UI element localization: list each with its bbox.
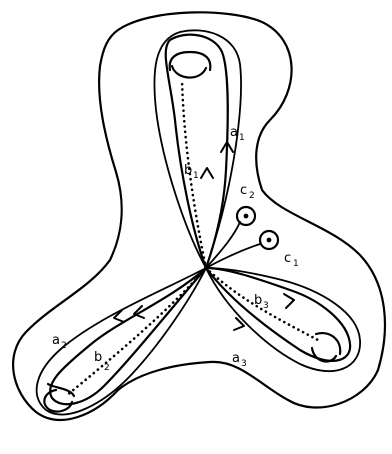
svg-text:3: 3 xyxy=(263,301,269,311)
arrow-b3 xyxy=(284,294,294,308)
svg-text:b: b xyxy=(184,163,192,178)
svg-text:2: 2 xyxy=(61,341,67,351)
hole-1-top xyxy=(170,52,211,70)
loop-a1 xyxy=(166,35,228,268)
base-point xyxy=(204,266,208,270)
surface-outline xyxy=(13,12,385,420)
svg-text:b: b xyxy=(254,293,262,308)
hole-2 xyxy=(44,390,72,412)
svg-text:2: 2 xyxy=(249,191,255,201)
label-a2: a 2 xyxy=(52,333,67,351)
svg-text:3: 3 xyxy=(241,359,247,369)
svg-text:b: b xyxy=(94,350,102,365)
loop-a3 xyxy=(206,268,350,361)
svg-text:c: c xyxy=(240,183,247,198)
label-b2: b 2 xyxy=(94,350,110,373)
puncture-c1-dot xyxy=(267,238,272,243)
hole-3-outer xyxy=(316,333,340,354)
svg-text:1: 1 xyxy=(239,133,245,143)
label-c1: c 1 xyxy=(284,251,299,269)
label-c2: c 2 xyxy=(240,183,255,201)
puncture-c2-dot xyxy=(244,214,249,219)
svg-text:a: a xyxy=(232,351,240,366)
svg-text:1: 1 xyxy=(293,259,299,269)
svg-text:1: 1 xyxy=(193,171,199,181)
svg-text:a: a xyxy=(230,125,238,140)
curve-c1-stem xyxy=(206,244,260,268)
curve-c2-stem xyxy=(206,222,240,268)
arrow-a2 xyxy=(114,310,124,322)
hole-1 xyxy=(172,66,206,78)
svg-text:c: c xyxy=(284,251,291,266)
svg-text:a: a xyxy=(52,333,60,348)
curve-b2 xyxy=(66,268,206,396)
svg-text:2: 2 xyxy=(104,363,110,373)
arrow-b1 xyxy=(201,168,213,178)
